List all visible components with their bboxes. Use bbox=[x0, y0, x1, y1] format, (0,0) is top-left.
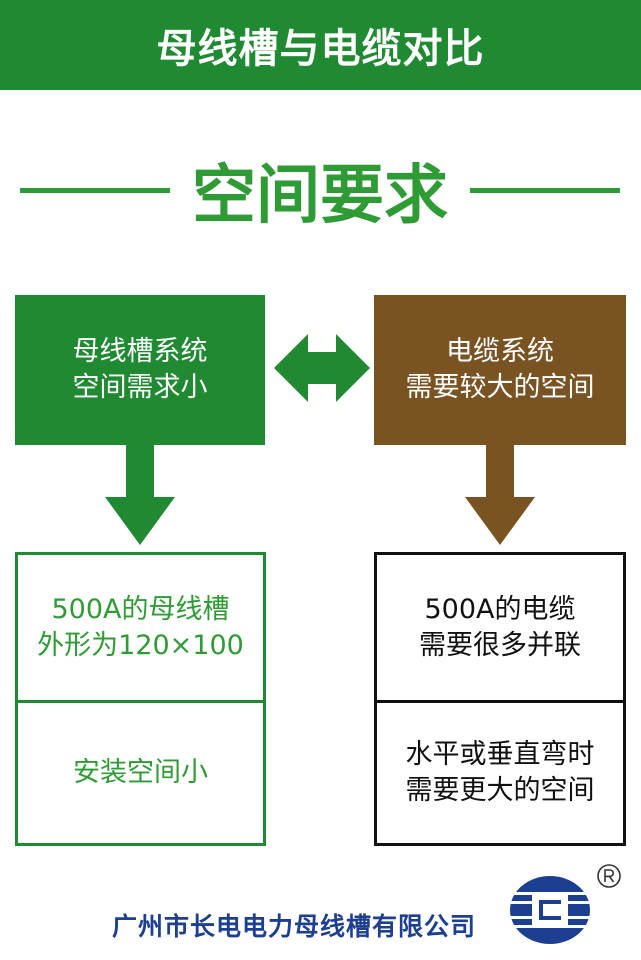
section-line-left bbox=[20, 188, 170, 193]
cable-spec-line1: 500A的电缆 bbox=[424, 593, 576, 625]
section-heading: 空间要求 bbox=[0, 140, 641, 240]
cable-detail-box: 500A的电缆 需要很多并联 水平或垂直弯时 需要更大的空间 bbox=[374, 552, 626, 846]
cable-divider bbox=[377, 700, 623, 703]
cable-summary-line1: 电缆系统 bbox=[446, 336, 554, 367]
busway-install-text: 安装空间小 bbox=[73, 757, 208, 788]
section-line-right bbox=[470, 188, 620, 193]
cable-summary-line2: 需要较大的空间 bbox=[405, 372, 595, 403]
cable-detail-bend: 水平或垂直弯时 需要更大的空间 bbox=[377, 703, 623, 843]
header-banner: 母线槽与电缆对比 bbox=[0, 0, 641, 90]
busway-spec-line1: 500A的母线槽 bbox=[51, 593, 230, 625]
busway-summary-line1: 母线槽系统 bbox=[72, 336, 208, 367]
double-arrow-icon bbox=[274, 334, 370, 402]
busway-spec-line2: 外形为120×100 bbox=[37, 629, 244, 661]
cable-bend-line1: 水平或垂直弯时 bbox=[405, 739, 595, 770]
busway-detail-box: 500A的母线槽 外形为120×100 安装空间小 bbox=[15, 552, 266, 846]
cable-detail-spec: 500A的电缆 需要很多并联 bbox=[377, 555, 623, 700]
page-title: 母线槽与电缆对比 bbox=[156, 26, 485, 72]
registered-mark-icon bbox=[597, 864, 621, 888]
busway-divider bbox=[18, 700, 263, 703]
down-arrow-icon bbox=[105, 445, 175, 545]
busway-summary-box: 母线槽系统 空间需求小 bbox=[15, 295, 265, 445]
company-name: 广州市长电电力母线槽有限公司 bbox=[112, 912, 477, 941]
down-arrow-icon bbox=[465, 445, 535, 545]
section-title: 空间要求 bbox=[192, 159, 448, 233]
busway-summary-line2: 空间需求小 bbox=[72, 372, 208, 403]
cable-spec-line2: 需要很多并联 bbox=[419, 629, 581, 661]
cable-summary-box: 电缆系统 需要较大的空间 bbox=[374, 295, 626, 445]
busway-detail-spec: 500A的母线槽 外形为120×100 bbox=[18, 555, 263, 700]
cable-bend-line2: 需要更大的空间 bbox=[405, 775, 595, 806]
busway-detail-install: 安装空间小 bbox=[18, 703, 263, 843]
company-logo bbox=[508, 876, 592, 944]
